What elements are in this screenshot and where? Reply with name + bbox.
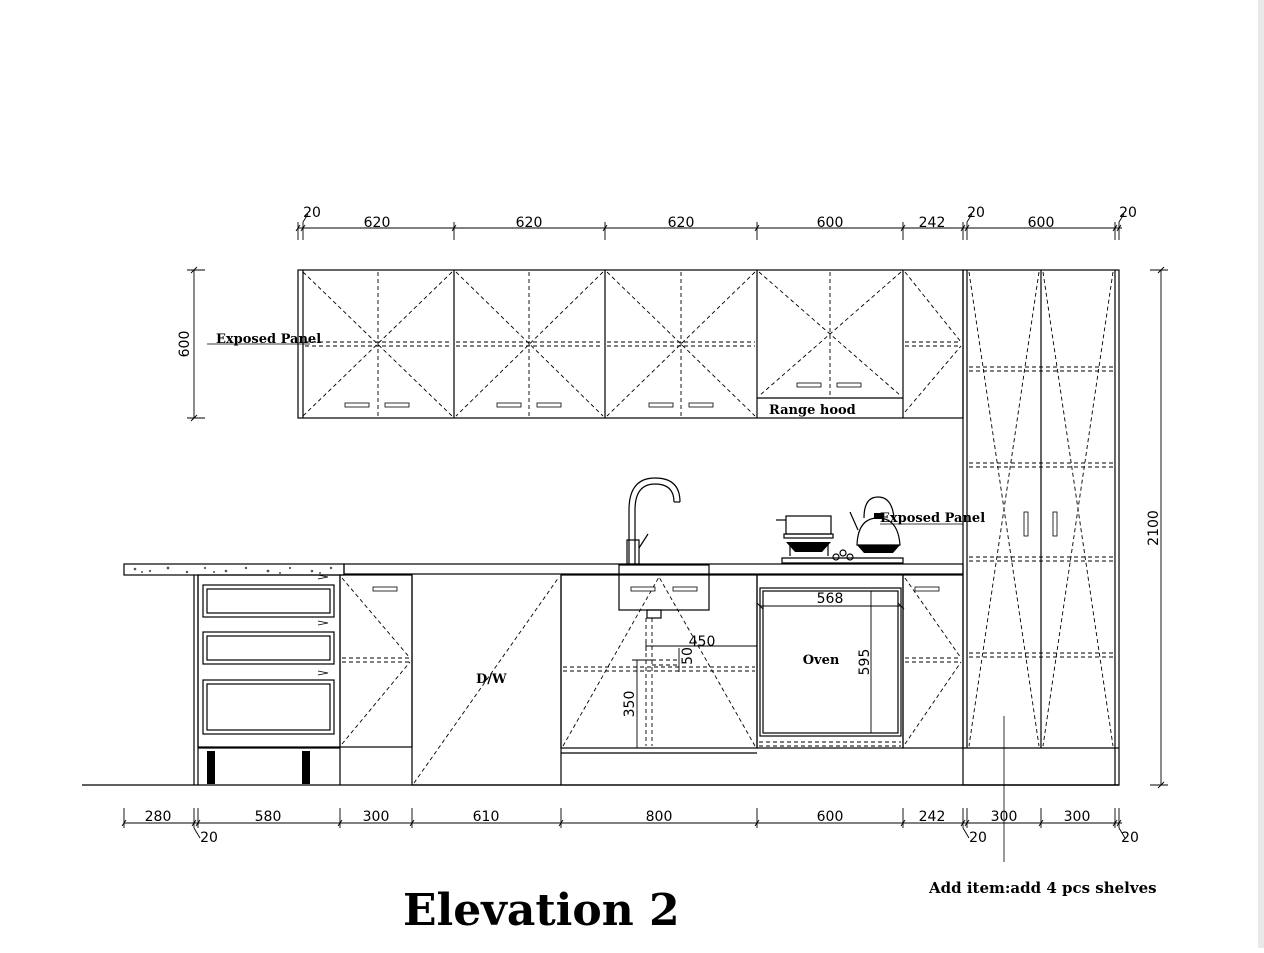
oven-label: Oven xyxy=(803,653,840,668)
dim-bottom-1: 580 xyxy=(255,809,282,825)
dim-top-7: 600 xyxy=(1028,215,1055,231)
shelves-note: Add item:add 4 pcs shelves xyxy=(928,879,1157,897)
base-cabinet-242 xyxy=(902,574,964,749)
range-hood-label: Range hood xyxy=(769,403,856,418)
cooktop-icon xyxy=(781,549,904,564)
oven-width-dim: 568 xyxy=(817,591,844,607)
tall-pantry xyxy=(962,269,1120,786)
sink-width-dim: 450 xyxy=(689,634,716,650)
exposed-panel-left: Exposed Panel xyxy=(207,332,321,347)
sink-cabinet xyxy=(560,564,758,754)
dim-bottom-small-0: 20 xyxy=(200,830,218,846)
dim-top-2: 620 xyxy=(516,215,543,231)
dim-bottom-0: 280 xyxy=(145,809,172,825)
upper-cabinets: Range hood xyxy=(297,269,964,419)
top-dimension-line: 20 620 620 620 600 242 20 600 20 xyxy=(295,205,1137,240)
dim-top-0: 20 xyxy=(303,205,321,221)
right-height-dimension: 2100 xyxy=(1146,266,1168,789)
dim-left-height: 600 xyxy=(177,331,193,358)
sink-dimensions: 350 450 50 xyxy=(622,634,757,749)
exposed-panel-left-label: Exposed Panel xyxy=(216,332,321,347)
dim-bottom-5: 600 xyxy=(817,809,844,825)
dim-top-6: 20 xyxy=(967,205,985,221)
oven-height-dim: 595 xyxy=(857,649,873,676)
dim-bottom-small-1: 20 xyxy=(969,830,987,846)
drawer-unit xyxy=(193,574,341,785)
dim-bottom-6: 242 xyxy=(919,809,946,825)
kettle-icon xyxy=(849,496,901,553)
dim-bottom-4: 800 xyxy=(646,809,673,825)
dishwasher-label: D/W xyxy=(476,672,507,687)
left-height-dimension: 600 xyxy=(177,266,205,422)
pot-icon xyxy=(776,515,834,556)
exposed-panel-right-label: Exposed Panel xyxy=(880,511,985,526)
dim-top-3: 620 xyxy=(668,215,695,231)
sink-height-dim: 350 xyxy=(622,691,638,718)
dim-top-1: 620 xyxy=(364,215,391,231)
dim-bottom-small-2: 20 xyxy=(1121,830,1139,846)
dim-bottom-2: 300 xyxy=(363,809,390,825)
faucet-icon xyxy=(626,477,681,565)
drawing-title: Elevation 2 xyxy=(403,885,680,936)
exposed-panel-right: Exposed Panel xyxy=(880,511,985,526)
bottom-dimension-line: 280 580 300 610 800 600 242 300 300 20 2… xyxy=(121,808,1139,846)
sink-small-dim: 50 xyxy=(680,647,696,665)
dishwasher: D/W xyxy=(413,575,562,785)
dim-right-height: 2100 xyxy=(1146,510,1162,546)
page-edge xyxy=(1258,0,1264,948)
oven-cabinet: Oven 568 595 xyxy=(756,574,905,749)
dim-top-8: 20 xyxy=(1119,205,1137,221)
dim-top-4: 600 xyxy=(817,215,844,231)
dim-bottom-8: 300 xyxy=(1064,809,1091,825)
base-cabinet-300 xyxy=(339,574,413,785)
dim-top-5: 242 xyxy=(919,215,946,231)
dim-bottom-3: 610 xyxy=(473,809,500,825)
countertop xyxy=(123,563,964,576)
